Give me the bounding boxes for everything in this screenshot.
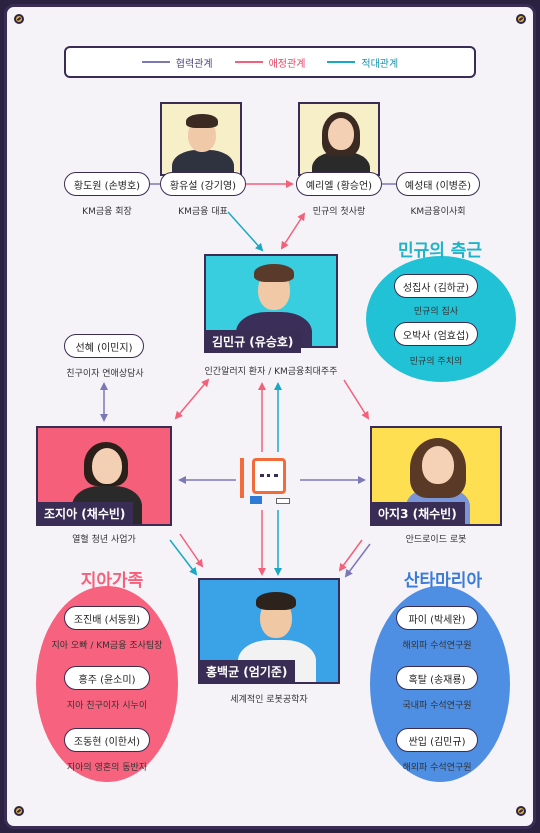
caption-hong-baekgyun: 세계적인 로봇공학자 [230,695,308,705]
name-box-hoktal: 혹탈 (송재룡) [396,666,478,690]
caption-jo-jia: 열혈 청년 사업가 [72,535,136,545]
caption-o-baksa: 민규의 주치의 [409,357,463,367]
caption-seonhye: 친구이자 연애상담사 [66,369,144,379]
name-box-yeseongtae: 예성태 (이병준) [396,172,480,196]
caption-seong-jipsa: 민규의 집사 [413,307,459,317]
name-tag-aji3: 아지3 (채수빈) [370,502,465,525]
arrow-aji3-baekgyun-coop [344,543,371,578]
caption-hwang-yuseol: KM금융 대표 [178,207,228,217]
caption-hwang-dowon: KM금융 회장 [82,207,132,217]
caption-jo-jinbae: 지아 오빠 / KM금융 조사팀장 [51,641,163,651]
legend-label-hostile: 적대관계 [361,58,399,70]
jia-family-title: 지아가족 [80,571,144,591]
name-box-pai: 파이 (박세완) [396,606,478,630]
arrow-mingyu-jia [174,378,210,420]
caption-yeseongtae: KM금융이사회 [410,207,466,217]
legend-line-cooperation [141,61,170,63]
caption-ssanip: 해외파 수석연구원 [402,763,472,773]
screw-icon [14,14,24,24]
name-box-seonhye: 선혜 (이민지) [64,334,144,358]
photo-hwang-yuseol [160,102,242,176]
name-box-jo-donghyun: 조동현 (이한서) [64,728,150,752]
screw-icon [516,14,526,24]
arrow-aji3-baekgyun-love [338,539,363,572]
name-box-hwang-yuseol: 황유설 (강기영) [160,172,246,196]
name-box-hwang-dowon: 황도원 (손병호) [64,172,150,196]
caption-kim-mingyu: 인간알러지 환자 / KM금융최대주주 [204,367,338,377]
caption-yeriel: 민규의 첫사랑 [312,207,366,217]
name-box-yeriel: 예리엘 (황승언) [296,172,382,196]
name-tag-hong-baekgyun: 홍백균 (엄기준) [198,660,296,683]
caption-hongju: 지아 친구이자 시누이 [66,701,148,711]
arrow-jia-baekgyun-love [179,533,204,568]
name-box-jo-jinbae: 조진배 (서동원) [64,606,150,630]
caption-jo-donghyun: 지아의 영혼의 동반자 [66,763,148,773]
photo-yeriel [298,102,380,176]
legend-label-cooperation: 협력관계 [175,58,213,70]
legend-line-hostile [327,61,356,63]
legend-item-cooperation: 협력관계 [141,55,213,70]
name-box-o-baksa: 오박사 (엄효섭) [394,322,478,346]
arrow-jia-baekgyun-hostile [169,539,198,576]
legend-label-love: 애정관계 [268,58,306,70]
screw-icon [516,806,526,816]
name-box-hongju: 홍주 (윤소미) [64,666,150,690]
name-box-ssanip: 싼입 (김민규) [396,728,478,752]
screw-icon [14,806,24,816]
legend-line-love [234,61,263,63]
santa-maria-title: 산타마리아 [403,571,483,591]
legend-item-hostile: 적대관계 [327,55,398,70]
robot-icon [236,456,296,508]
arrow-yeriel-mingyu [280,212,306,250]
caption-aji3: 안드로이드 로봇 [405,535,467,545]
name-tag-kim-mingyu: 김민규 (유승호) [204,330,302,353]
name-box-seong-jipsa: 성집사 (김하균) [394,274,478,298]
caption-hoktal: 국내파 수석연구원 [402,701,472,711]
mingyu-side-title: 민규의 측근 [397,241,483,261]
name-tag-jo-jia: 조지아 (채수빈) [36,502,134,525]
arrow-mingyu-aji3 [343,379,370,420]
caption-pai: 해외파 수석연구원 [402,641,472,651]
legend-item-love: 애정관계 [234,55,306,70]
legend: 협력관계 애정관계 적대관계 [64,46,476,78]
arrow-yuseol-mingyu [227,211,264,252]
